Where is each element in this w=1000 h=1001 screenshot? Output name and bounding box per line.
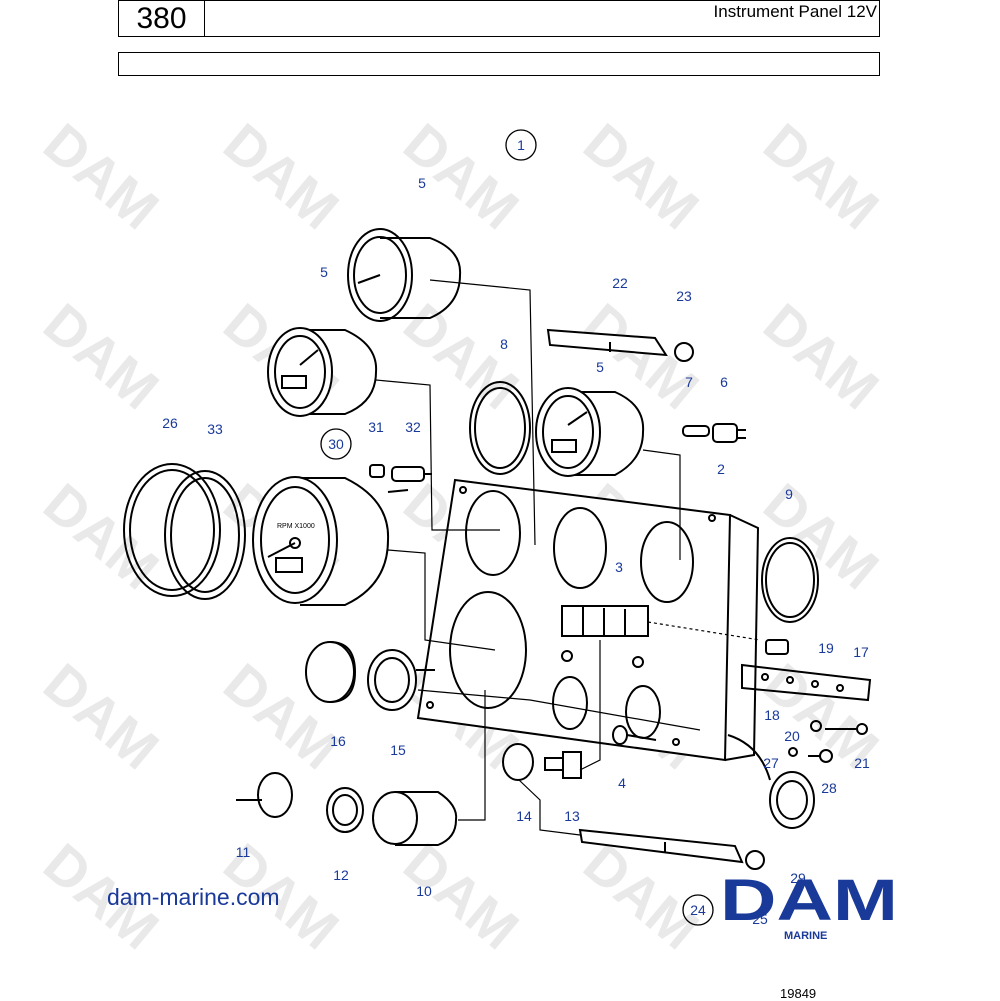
callout-30: 30: [328, 436, 344, 452]
callout-25: 25: [752, 911, 768, 927]
callout-6: 6: [720, 374, 728, 390]
screw-28: [808, 749, 833, 763]
header-box: 380 Instrument Panel 12V: [118, 0, 880, 37]
callout-circle-1: [505, 129, 537, 161]
ignition-switch-10: [372, 791, 458, 846]
callout-11: 11: [236, 844, 251, 860]
sub-header-box: [118, 52, 880, 76]
callout-7: 7: [685, 374, 693, 390]
screw-21: [825, 723, 868, 735]
watermark: DAM: [752, 291, 890, 421]
callout-17: 17: [853, 644, 869, 660]
washer-27: [788, 747, 798, 757]
page-title: Instrument Panel 12V: [713, 2, 877, 21]
bezel-ring-8: [469, 381, 531, 475]
callout-24: 24: [690, 902, 706, 918]
callout-31: 31: [368, 419, 384, 435]
bracket-24: [578, 828, 744, 864]
callout-8: 8: [500, 336, 508, 352]
switch-13: [544, 751, 582, 779]
buzzer-15: [367, 649, 435, 711]
callout-9: 9: [785, 486, 793, 502]
callout-33: 33: [207, 421, 223, 437]
callout-29: 29: [790, 870, 806, 886]
watermark: DAM: [392, 831, 530, 961]
watermark: DAM: [572, 111, 710, 241]
terminal-strip-17: [741, 663, 872, 702]
callout-28: 28: [821, 780, 837, 796]
tacho-label: RPM X1000: [277, 523, 315, 530]
callout-32: 32: [405, 419, 421, 435]
tachometer: RPM X1000: [252, 476, 390, 606]
callout-circle-24: [682, 894, 714, 926]
knob-14: [502, 743, 534, 781]
gauge-top: [347, 228, 462, 322]
callout-13: 13: [564, 808, 580, 824]
socket-6: [712, 423, 746, 443]
callout-22: 22: [612, 275, 628, 291]
callout-15: 15: [390, 742, 406, 758]
callout-19: 19: [818, 640, 834, 656]
ring-33: [164, 470, 246, 600]
callout-12: 12: [333, 867, 349, 883]
callout-5b: 5: [320, 264, 328, 280]
watermark: DAM: [32, 291, 170, 421]
seal-ring-9: [761, 537, 819, 623]
bracket-22: [546, 328, 668, 357]
callout-labels: 1 5 5 5 22 23 8 7 6 2 26 33 30 31 32 9 3…: [162, 137, 870, 927]
nut-23: [674, 342, 694, 362]
fuse-holder-19: [765, 639, 789, 655]
callout-3: 3: [615, 559, 623, 575]
logo-text: DAM: [720, 868, 898, 933]
page-number: 380: [119, 1, 205, 36]
watermark: DAM: [752, 111, 890, 241]
logo-subtext: MARINE: [784, 930, 827, 942]
gauge-middle: [535, 387, 645, 477]
screw-4: [612, 725, 657, 745]
warning-lamp-block: [561, 605, 649, 637]
buzzer-cap-16: [305, 641, 357, 703]
instrument-panel-plate: [416, 478, 760, 762]
gauge-left: [267, 327, 378, 417]
assembly-leader-lines: [375, 279, 761, 836]
callout-1: 1: [517, 137, 525, 153]
nut-25: [745, 850, 765, 870]
callout-21: 21: [854, 755, 870, 771]
callout-10: 10: [416, 883, 432, 899]
figure-number: 19849: [780, 986, 817, 1001]
callout-26: 26: [162, 415, 178, 431]
callout-14: 14: [516, 808, 532, 824]
watermark: DAM: [752, 471, 890, 601]
ring-26: [123, 463, 221, 597]
watermark: DAM: [392, 111, 530, 241]
lamp-31: [369, 464, 385, 478]
site-url[interactable]: dam-marine.com: [107, 884, 280, 910]
washer-20: [810, 720, 822, 732]
bulb-7: [682, 425, 710, 437]
callout-5a: 5: [418, 175, 426, 191]
callout-4: 4: [618, 775, 626, 791]
nut-12: [326, 787, 364, 833]
callout-27: 27: [763, 755, 779, 771]
key-11: [236, 772, 293, 818]
watermark: DAM: [572, 291, 710, 421]
watermark: DAM: [32, 651, 170, 781]
callout-5c: 5: [596, 359, 604, 375]
watermark: DAM: [392, 291, 530, 421]
watermark: DAM: [212, 111, 350, 241]
callout-16: 16: [330, 733, 346, 749]
dam-marine-logo: DAM MARINE: [720, 868, 898, 942]
callout-circle-30: [320, 428, 352, 460]
callout-18: 18: [764, 707, 780, 723]
watermark: DAM: [32, 111, 170, 241]
callout-23: 23: [676, 288, 692, 304]
connector-29: [727, 734, 815, 829]
callout-20: 20: [784, 728, 800, 744]
callout-2: 2: [717, 461, 725, 477]
